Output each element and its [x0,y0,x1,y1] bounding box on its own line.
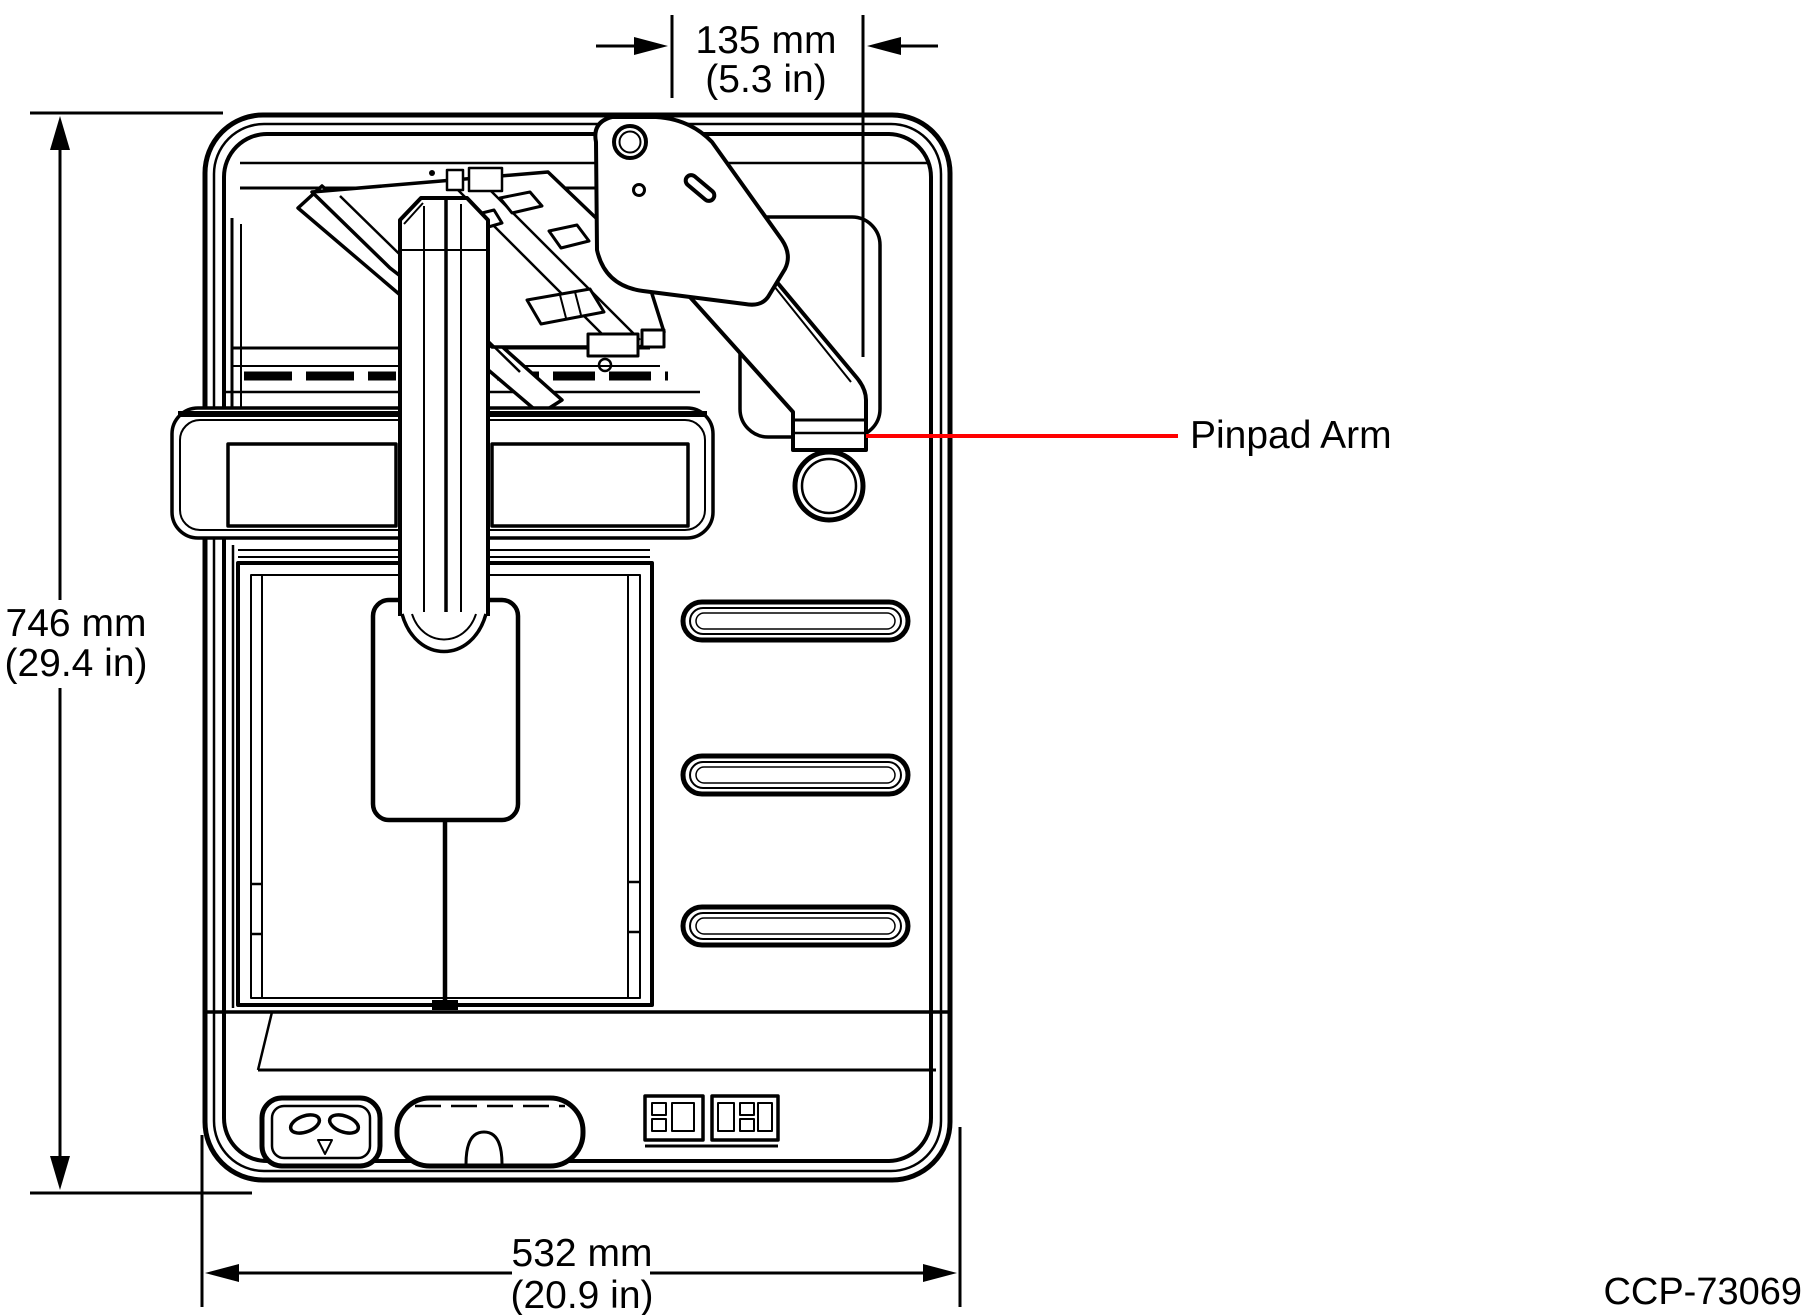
bottom-width-in-label: (20.9 in) [510,1274,653,1315]
cabinet [236,549,654,1010]
terminal-connectors [643,1094,780,1148]
power-connector [259,1095,383,1169]
arrowhead-right-icon [634,37,668,55]
arm-pivot-head [593,115,790,307]
figure-code: CCP-73069 [1603,1271,1802,1313]
pinpad-arm-callout: Pinpad Arm [866,414,1392,457]
left-height-dimension [30,111,252,1195]
vent-slot [680,753,911,797]
left-height-in-label: (29.4 in) [4,642,147,685]
pinpad-arm [593,115,868,523]
center-pole [398,166,504,654]
top-width-dimension [596,15,938,357]
arrowhead-up-icon [50,116,70,150]
arrowhead-left-icon [205,1264,239,1282]
vent-slots [680,599,911,948]
vent-slot [680,904,911,948]
arrowhead-right-icon [923,1264,957,1282]
arrowhead-left-icon [867,37,901,55]
pinpad-mount-ring [792,449,866,523]
bottom-width-dimension [200,1127,962,1307]
vent-slot [680,599,911,643]
bottom-width-mm-label: 532 mm [512,1232,653,1275]
arrowhead-down-icon [50,1156,70,1190]
cable-slot [394,1095,586,1169]
top-width-mm-label: 135 mm [696,19,837,62]
left-height-mm-label: 746 mm [6,602,147,645]
pinpad-arm-label: Pinpad Arm [1190,414,1392,457]
top-width-in-label: (5.3 in) [705,58,826,101]
base-panel [207,1010,948,1169]
device-outline [170,112,953,1183]
